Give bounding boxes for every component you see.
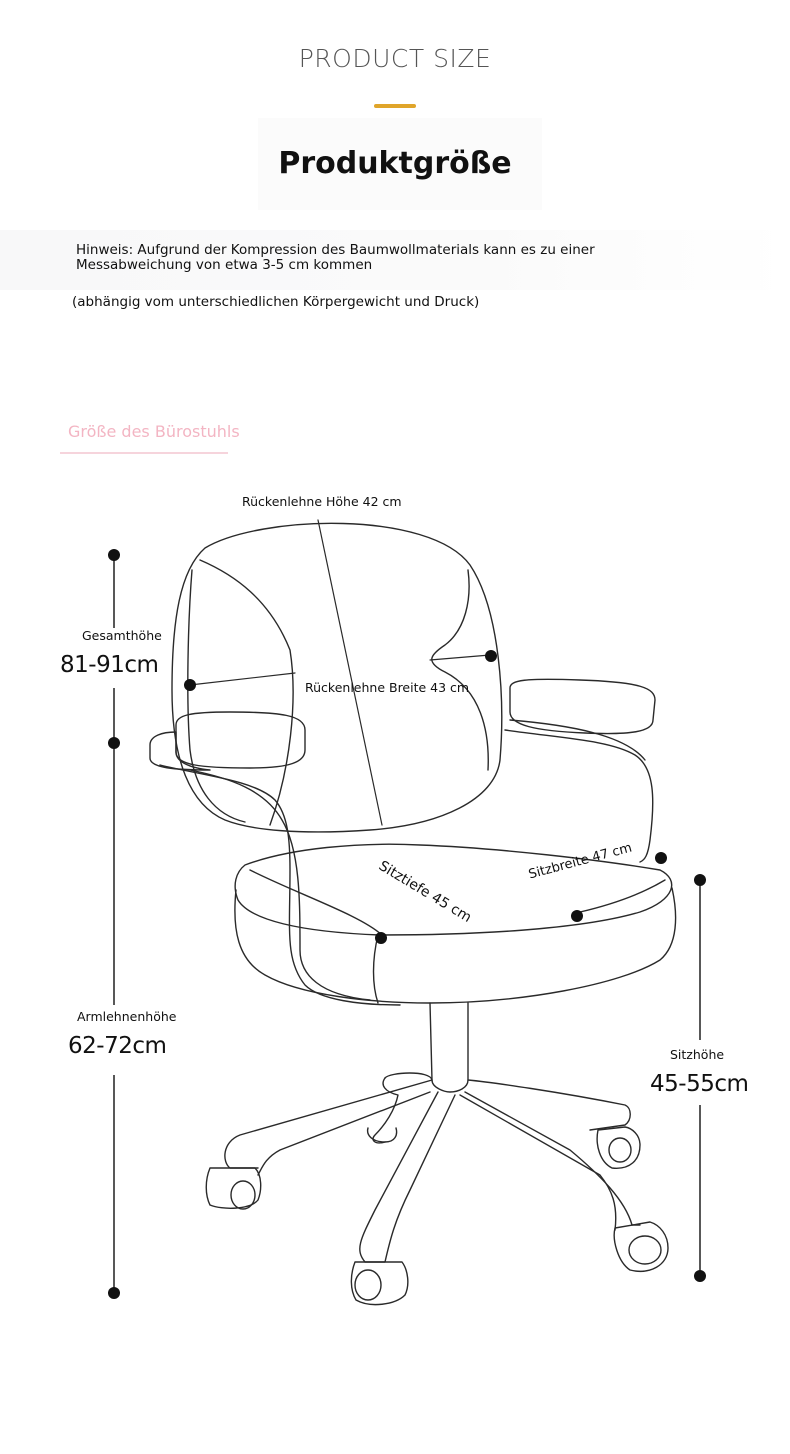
total-height-value: 81-91cm: [60, 652, 159, 678]
left-arm-support-inner: [189, 769, 371, 1001]
caster-front: [350, 1261, 409, 1306]
seat-top: [234, 843, 673, 936]
backrest-height-line: [317, 519, 383, 826]
section-underline: [60, 452, 228, 454]
dot-armrest-bottom: [108, 1287, 120, 1299]
dot-backrest-width-left: [184, 679, 196, 691]
dot-seat-depth: [375, 932, 387, 944]
caster-right: [613, 1221, 669, 1272]
backrest-inner-left: [199, 559, 294, 826]
backrest-width-label: Rückenlehne Breite 43 cm: [305, 680, 470, 695]
page-title: Produktgröße: [278, 146, 512, 181]
armrest-height-label: Armlehnenhöhe: [77, 1009, 177, 1024]
seat-height-value: 45-55cm: [650, 1071, 749, 1097]
left-armrest-pad: [175, 711, 306, 769]
left-armrest-pad-top: [149, 731, 211, 771]
base-hub: [384, 1072, 631, 1131]
backrest-inner-left-2: [187, 569, 246, 823]
right-armrest-pad: [509, 678, 656, 735]
caster-left-wheel: [230, 1180, 256, 1210]
note-background: [0, 230, 790, 290]
seat-welt-right: [579, 879, 666, 913]
seat-seam: [372, 934, 379, 1004]
caster-front-wheel: [354, 1269, 382, 1301]
right-arm-support: [504, 729, 654, 863]
backrest-inner-right: [431, 569, 489, 771]
caster-back-left: [366, 1127, 398, 1143]
header-title-en: PRODUCT SIZE: [298, 44, 492, 73]
base-leg-front: [359, 1091, 456, 1263]
dot-seat-top: [694, 874, 706, 886]
backrest-width-line-right: [429, 654, 491, 661]
dot-total-mid: [108, 737, 120, 749]
dot-backrest-width-right: [485, 650, 497, 662]
caster-right-wheel: [628, 1235, 662, 1265]
dot-seat-bottom: [694, 1270, 706, 1282]
backrest-outline: [171, 522, 503, 833]
right-arm-support-inner: [509, 719, 646, 761]
backrest-width-line-left: [189, 672, 296, 686]
measurement-note-detail: (abhängig vom unterschiedlichen Körperge…: [72, 294, 480, 310]
base-leg-right: [464, 1091, 641, 1226]
seat-welt: [249, 869, 383, 936]
section-label: Größe des Bürostuhls: [68, 422, 240, 441]
base-leg-left-under: [257, 1091, 431, 1176]
base-leg-left: [224, 1079, 433, 1169]
dot-seat-width-left: [571, 910, 583, 922]
header-accent-bar: [374, 104, 416, 108]
dot-seat-width-right: [655, 852, 667, 864]
gas-cylinder: [429, 1002, 469, 1093]
caster-back-right-wheel: [608, 1137, 632, 1163]
total-height-label: Gesamthöhe: [82, 628, 162, 643]
backrest-height-label: Rückenlehne Höhe 42 cm: [242, 494, 402, 509]
title-background: [258, 118, 542, 210]
caster-back-right: [596, 1126, 641, 1169]
seat-height-label: Sitzhöhe: [670, 1047, 725, 1062]
dot-total-top: [108, 549, 120, 561]
base-leg-back-left: [372, 1077, 399, 1144]
base-leg-right-under: [459, 1094, 617, 1231]
left-arm-support: [159, 764, 401, 1006]
armrest-height-value: 62-72cm: [68, 1033, 167, 1059]
measurement-note: Hinweis: Aufgrund der Kompression des Ba…: [76, 242, 595, 273]
